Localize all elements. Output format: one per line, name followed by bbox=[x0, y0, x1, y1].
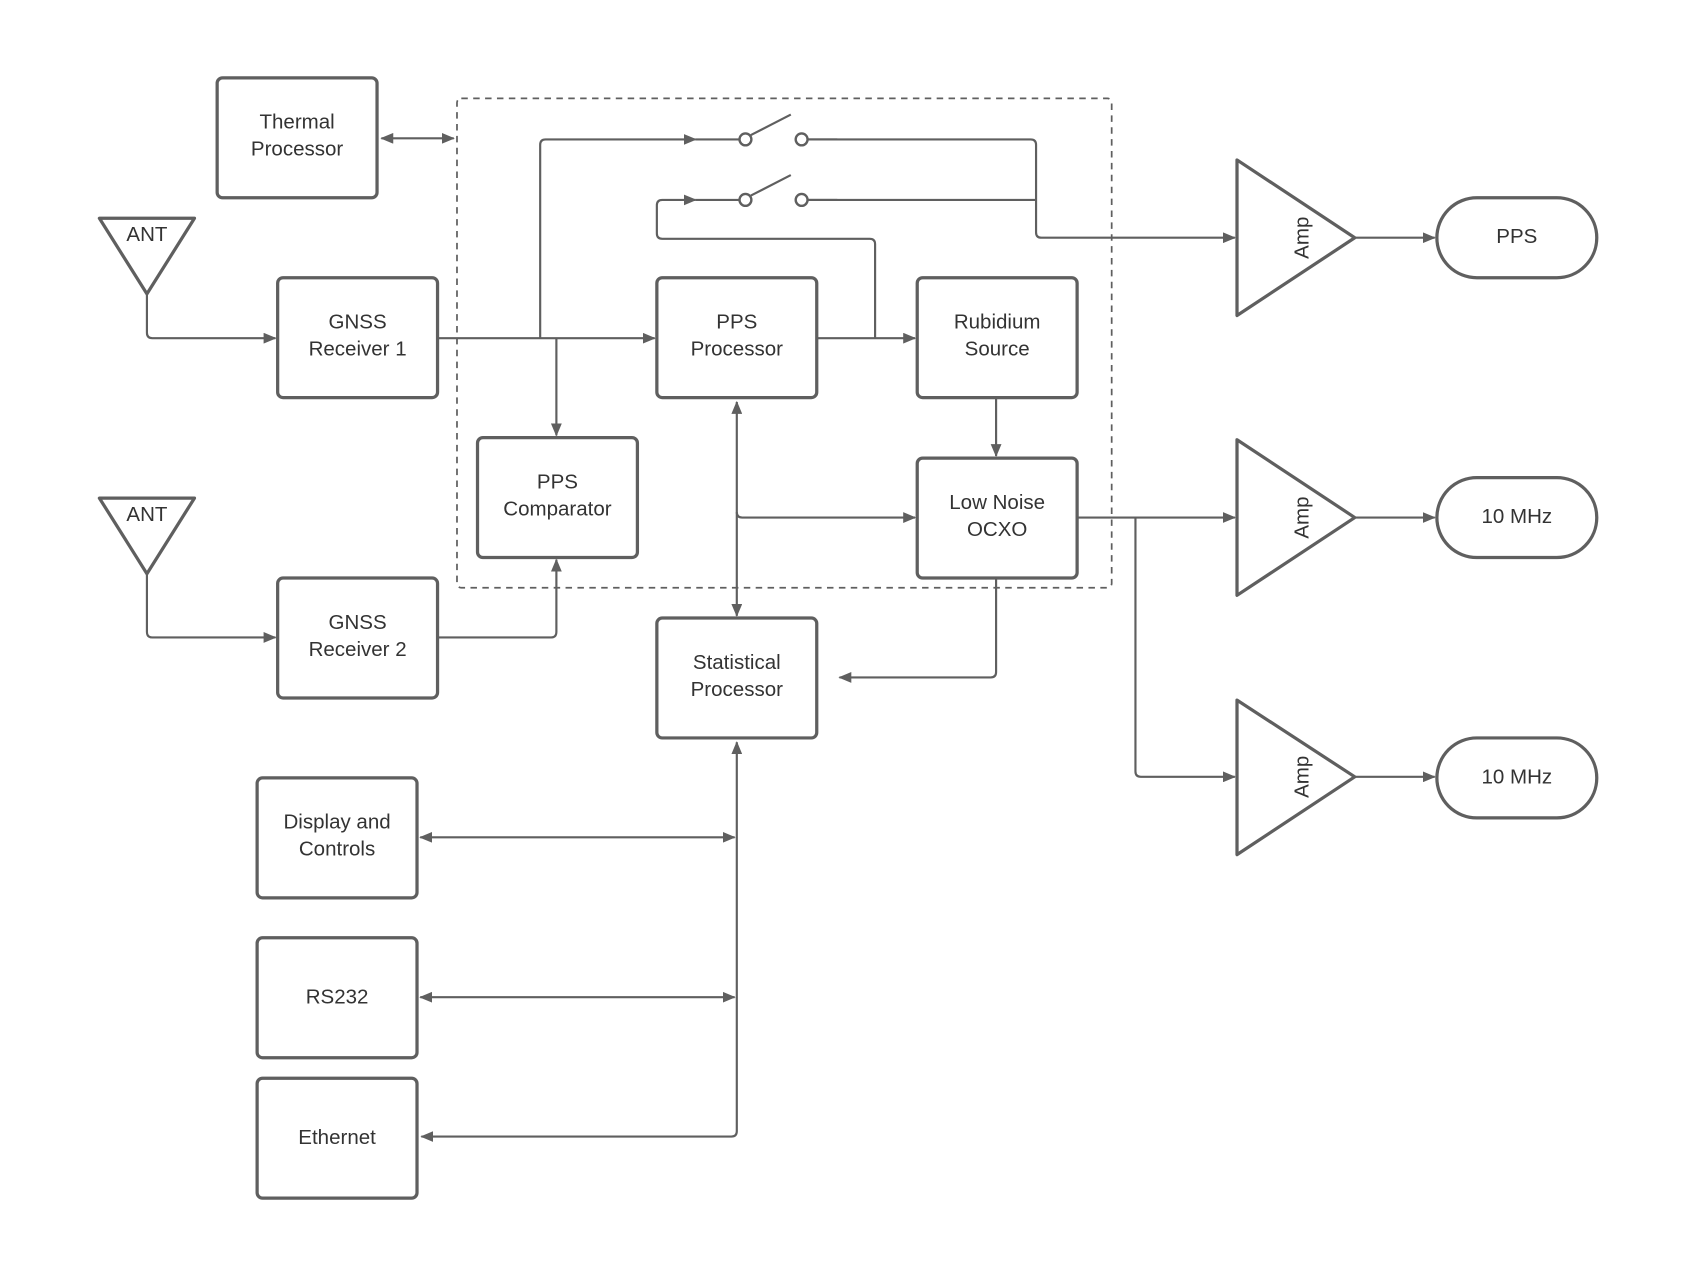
output-10mhz-2: 10 MHz bbox=[1435, 736, 1599, 820]
svg-text:Ethernet: Ethernet bbox=[298, 1126, 376, 1149]
svg-text:Receiver 2: Receiver 2 bbox=[309, 638, 407, 661]
block-pps-processor: PPS Processor bbox=[655, 276, 819, 400]
block-low-noise-ocxo: Low Noise OCXO bbox=[915, 456, 1079, 580]
amplifier-1: Amp bbox=[1235, 158, 1357, 318]
switch-2 bbox=[695, 174, 838, 208]
block-ethernet: Ethernet bbox=[255, 1076, 419, 1200]
svg-text:GNSS: GNSS bbox=[329, 611, 387, 634]
pps-processor-to-switch2 bbox=[655, 194, 877, 339]
svg-text:OCXO: OCXO bbox=[967, 518, 1027, 541]
ant2-link bbox=[145, 574, 277, 643]
antenna-icon bbox=[97, 216, 197, 296]
svg-text:GNSS: GNSS bbox=[329, 310, 387, 333]
output-10mhz-1: 10 MHz bbox=[1435, 475, 1599, 560]
block-pps-comparator: PPS Comparator bbox=[475, 435, 640, 560]
block-statistical-processor: Statistical Processor bbox=[655, 616, 819, 740]
svg-text:Receiver 1: Receiver 1 bbox=[309, 337, 407, 360]
gnss1-to-switch1 bbox=[539, 134, 697, 339]
svg-text:Processor: Processor bbox=[691, 678, 784, 701]
antenna-1: ANT bbox=[97, 216, 197, 296]
svg-text:Low Noise: Low Noise bbox=[949, 491, 1045, 514]
ocxo-to-amp3 bbox=[1134, 517, 1236, 783]
svg-text:ANT: ANT bbox=[126, 223, 167, 246]
block-thermal-processor: Thermal Processor bbox=[215, 76, 379, 200]
svg-text:Amp: Amp bbox=[1290, 756, 1313, 798]
block-rs232: RS232 bbox=[255, 936, 419, 1060]
statistical-bus bbox=[420, 741, 743, 1142]
svg-text:Thermal: Thermal bbox=[259, 111, 334, 134]
block-rubidium-source: Rubidium Source bbox=[915, 276, 1079, 400]
amplifier-2: Amp bbox=[1235, 438, 1357, 597]
svg-text:Amp: Amp bbox=[1290, 496, 1313, 538]
svg-text:PPS: PPS bbox=[537, 470, 578, 493]
svg-text:Statistical: Statistical bbox=[693, 651, 781, 674]
antenna-icon bbox=[97, 496, 197, 576]
ocxo-to-statistical bbox=[838, 579, 998, 683]
svg-text:Processor: Processor bbox=[691, 337, 784, 360]
svg-text:Display and: Display and bbox=[283, 811, 390, 834]
block-display-and-controls: Display and Controls bbox=[255, 776, 419, 900]
pps-processor-to-ocxo bbox=[735, 512, 917, 523]
output-pps: PPS bbox=[1435, 196, 1599, 280]
ant1-link bbox=[145, 294, 277, 344]
svg-text:RS232: RS232 bbox=[306, 986, 369, 1009]
amplifier-icon bbox=[1235, 698, 1357, 857]
svg-text:PPS: PPS bbox=[716, 310, 757, 333]
svg-text:Processor: Processor bbox=[251, 138, 344, 161]
disciplined-oscillator-group bbox=[456, 97, 1113, 589]
amplifier-icon bbox=[1235, 158, 1357, 318]
amplifier-3: Amp bbox=[1235, 698, 1357, 857]
connections bbox=[145, 132, 1436, 1142]
switch-1 bbox=[695, 113, 838, 147]
svg-text:Rubidium: Rubidium bbox=[954, 310, 1041, 333]
svg-text:10 MHz: 10 MHz bbox=[1481, 505, 1552, 528]
svg-text:ANT: ANT bbox=[126, 503, 167, 526]
svg-text:PPS: PPS bbox=[1496, 225, 1537, 248]
switch1-output bbox=[808, 138, 1236, 244]
svg-text:Controls: Controls bbox=[299, 838, 375, 861]
block-gnss-receiver-1: GNSS Receiver 1 bbox=[276, 276, 440, 400]
amplifier-icon bbox=[1235, 438, 1357, 597]
svg-text:Source: Source bbox=[965, 337, 1030, 360]
svg-text:Comparator: Comparator bbox=[503, 497, 611, 520]
svg-text:Amp: Amp bbox=[1290, 217, 1313, 259]
block-gnss-receiver-2: GNSS Receiver 2 bbox=[276, 576, 440, 700]
antenna-2: ANT bbox=[97, 496, 197, 576]
gnss2-to-comparator bbox=[437, 558, 562, 639]
svg-text:10 MHz: 10 MHz bbox=[1481, 765, 1552, 788]
